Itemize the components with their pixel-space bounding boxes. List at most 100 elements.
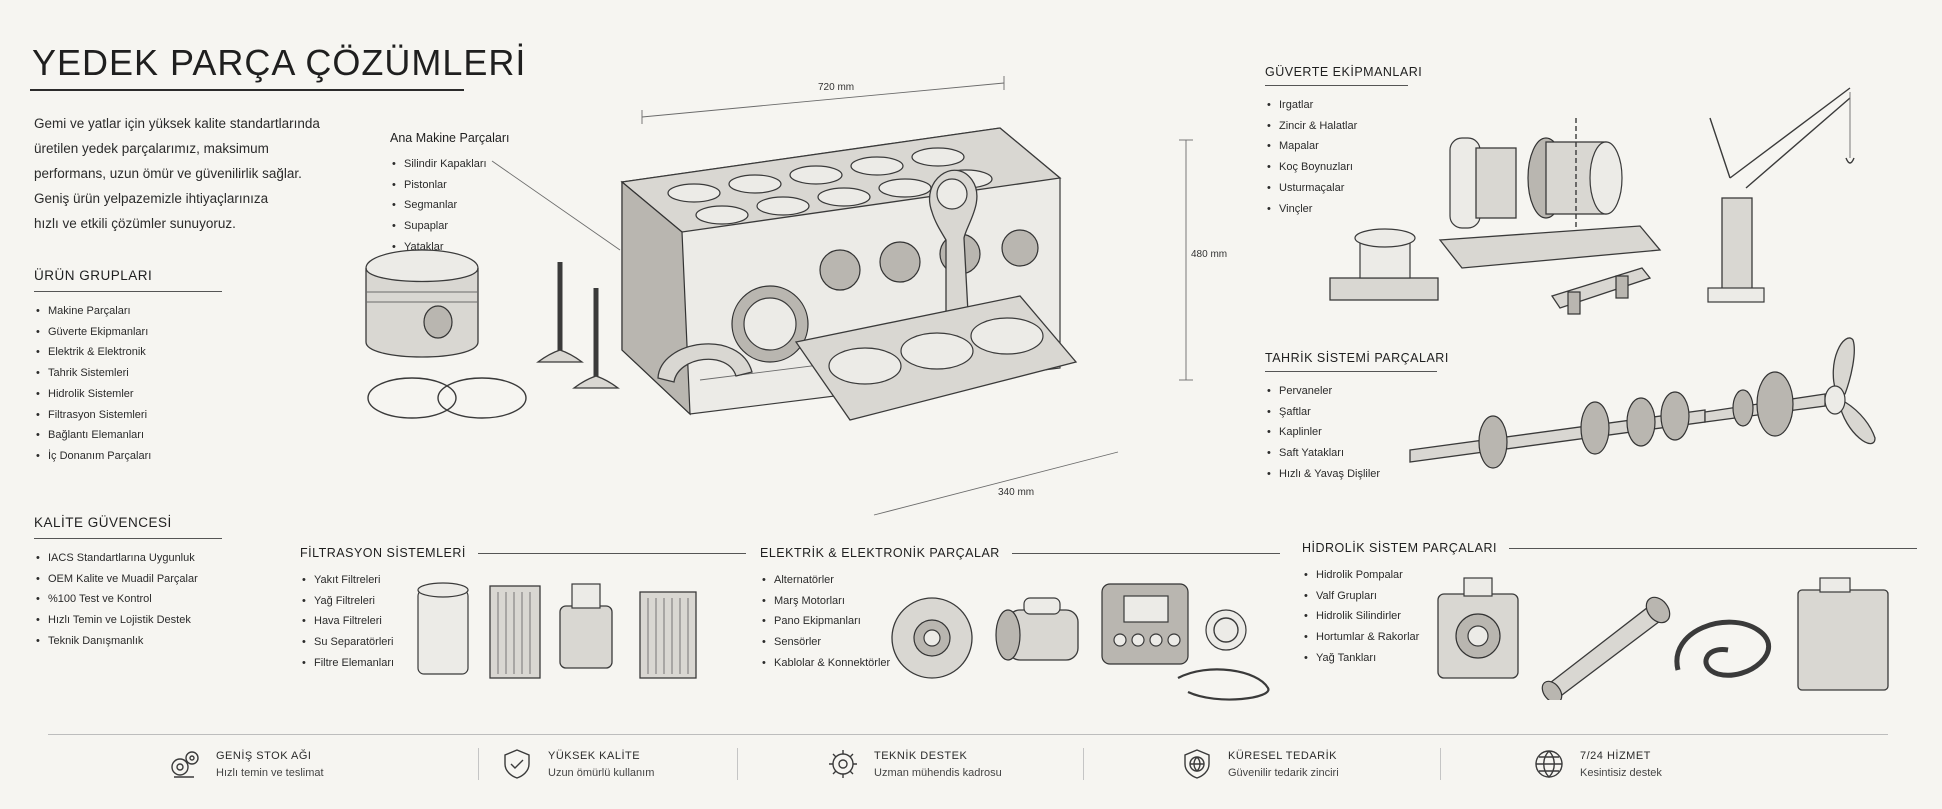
engine-parts-section: Ana Makine Parçaları Silindir Kapakları …	[390, 131, 510, 278]
feature-stock-network: GENİŞ STOK AĞI Hızlı temin ve teslimat	[168, 746, 324, 782]
list-item: IACS Standartlarına Uygunluk	[34, 548, 222, 569]
list-item: Pano Ekipmanları	[760, 611, 1280, 632]
feature-global-supply: KÜRESEL TEDARİK Güvenilir tedarik zincir…	[1180, 746, 1339, 782]
list-item: Filtrasyon Sistemleri	[34, 405, 222, 426]
list-item: Teknik Danışmanlık	[34, 631, 222, 652]
list-item: Bağlantı Elemanları	[34, 425, 222, 446]
footer-divider	[48, 734, 1888, 735]
feature-24-7-service: 7/24 HİZMET Kesintisiz destek	[1532, 746, 1662, 782]
section-rule	[477, 552, 746, 554]
section-rule	[34, 538, 222, 539]
list-item: Zincir & Halatlar	[1265, 116, 1422, 137]
list-item: Supaplar	[390, 216, 510, 237]
list-item: OEM Kalite ve Muadil Parçalar	[34, 569, 222, 590]
list-item: Tahrik Sistemleri	[34, 363, 222, 384]
propulsion-heading: TAHRİK SİSTEMİ PARÇALARI	[1265, 351, 1449, 365]
section-rule	[1011, 552, 1280, 554]
footer-separator	[1440, 748, 1441, 780]
quality-section: KALİTE GÜVENCESİ IACS Standartlarına Uyg…	[34, 515, 222, 652]
feature-subtitle: Uzun ömürlü kullanım	[548, 766, 655, 779]
intro-line: Gemi ve yatlar için yüksek kalite standa…	[34, 116, 320, 131]
feature-subtitle: Güvenilir tedarik zinciri	[1228, 766, 1339, 779]
list-item: Hidrolik Sistemler	[34, 384, 222, 405]
list-item: Vinçler	[1265, 199, 1422, 220]
intro-line: üretilen yedek parçalarımız, maksimum	[34, 141, 269, 156]
section-rule	[34, 291, 222, 292]
title-underline	[30, 89, 464, 91]
feature-title: YÜKSEK KALİTE	[548, 749, 641, 762]
shield-check-icon	[504, 749, 530, 779]
product-groups-section: ÜRÜN GRUPLARI Makine Parçaları Güverte E…	[34, 268, 222, 467]
footer-separator	[1083, 748, 1084, 780]
feature-subtitle: Uzman mühendis kadrosu	[874, 766, 1002, 779]
feature-subtitle: Hızlı temin ve teslimat	[216, 766, 324, 779]
engine-parts-heading: Ana Makine Parçaları	[390, 131, 510, 145]
feature-subtitle: Kesintisiz destek	[1580, 766, 1662, 779]
dim-height-label: 480 mm	[1191, 249, 1228, 260]
list-item: Marş Motorları	[760, 591, 1280, 612]
deck-equipment-list: Irgatlar Zincir & Halatlar Mapalar Koç B…	[1265, 95, 1422, 219]
page-title: YEDEK PARÇA ÇÖZÜMLERİ	[32, 42, 527, 83]
list-item: Yağ Tankları	[1302, 648, 1917, 669]
globe-icon	[1535, 750, 1563, 778]
deck-equipment-heading: GÜVERTE EKİPMANLARI	[1265, 65, 1423, 79]
dim-depth-label: 340 mm	[998, 487, 1035, 498]
list-item: Hızlı Temin ve Lojistik Destek	[34, 610, 222, 631]
dim-width-label: 720 mm	[818, 82, 855, 93]
electrical-section: ELEKTRİK & ELEKTRONİK PARÇALAR Alternatö…	[760, 546, 1280, 674]
feature-technical-support: TEKNİK DESTEK Uzman mühendis kadrosu	[826, 746, 1002, 782]
list-item: Güverte Ekipmanları	[34, 322, 222, 343]
list-item: Yağ Filtreleri	[300, 591, 746, 612]
list-item: Koç Boynuzları	[1265, 157, 1422, 178]
shield-globe-icon	[1184, 749, 1210, 779]
section-rule	[1265, 371, 1437, 372]
hydraulic-parts-illustration	[1437, 577, 1889, 700]
product-groups-heading: ÜRÜN GRUPLARI	[34, 268, 153, 283]
list-item: Pervaneler	[1265, 381, 1449, 402]
feature-high-quality: YÜKSEK KALİTE Uzun ömürlü kullanım	[500, 746, 654, 782]
gear-wrench-icon	[829, 750, 857, 778]
hydraulic-section: HİDROLİK SİSTEM PARÇALARI Hidrolik Pompa…	[1302, 541, 1917, 669]
quality-list: IACS Standartlarına Uygunluk OEM Kalite …	[34, 548, 222, 652]
list-item: Hidrolik Pompalar	[1302, 565, 1917, 586]
list-item: Hava Filtreleri	[300, 611, 746, 632]
deck-equipment-illustration	[1329, 87, 1855, 315]
list-item: Silindir Kapakları	[390, 154, 510, 175]
list-item: Elektrik & Elektronik	[34, 342, 222, 363]
list-item: Yakıt Filtreleri	[300, 570, 746, 591]
section-rule	[1265, 85, 1408, 86]
list-item: Sensörler	[760, 632, 1280, 653]
footer-separator	[478, 748, 479, 780]
list-item: Valf Grupları	[1302, 586, 1917, 607]
intro-text: Gemi ve yatlar için yüksek kalite standa…	[34, 111, 354, 236]
list-item: İç Donanım Parçaları	[34, 446, 222, 467]
list-item: Makine Parçaları	[34, 301, 222, 322]
electrical-list: Alternatörler Marş Motorları Pano Ekipma…	[760, 570, 1280, 674]
feature-title: GENİŞ STOK AĞI	[216, 749, 312, 762]
gears-icon	[171, 751, 199, 778]
electrical-parts-illustration	[891, 583, 1270, 701]
feature-title: KÜRESEL TEDARİK	[1228, 749, 1337, 762]
list-item: %100 Test ve Kontrol	[34, 589, 222, 610]
hydraulic-heading: HİDROLİK SİSTEM PARÇALARI	[1302, 541, 1497, 555]
filtration-list: Yakıt Filtreleri Yağ Filtreleri Hava Fil…	[300, 570, 746, 674]
list-item: Hidrolik Silindirler	[1302, 606, 1917, 627]
quality-heading: KALİTE GÜVENCESİ	[34, 515, 172, 530]
propeller-shaft-illustration	[1409, 337, 1876, 469]
list-item: Irgatlar	[1265, 95, 1422, 116]
filtration-section: FİLTRASYON SİSTEMLERİ Yakıt Filtreleri Y…	[300, 546, 746, 674]
propulsion-section: TAHRİK SİSTEMİ PARÇALARI Pervaneler Şaft…	[1265, 351, 1449, 485]
list-item: Pistonlar	[390, 175, 510, 196]
filters-illustration	[417, 582, 697, 679]
list-item: Mapalar	[1265, 136, 1422, 157]
list-item: Alternatörler	[760, 570, 1280, 591]
intro-line: Geniş ürün yelpazemizle ihtiyaçlarınıza	[34, 191, 269, 206]
list-item: Segmanlar	[390, 195, 510, 216]
list-item: Kablolar & Konnektörler	[760, 653, 1280, 674]
list-item: Kaplinler	[1265, 422, 1449, 443]
list-item: Saft Yatakları	[1265, 443, 1449, 464]
product-groups-list: Makine Parçaları Güverte Ekipmanları Ele…	[34, 301, 222, 467]
list-item: Usturmaçalar	[1265, 178, 1422, 199]
filtration-heading: FİLTRASYON SİSTEMLERİ	[300, 546, 466, 560]
intro-line: performans, uzun ömür ve güvenilirlik sa…	[34, 166, 302, 181]
